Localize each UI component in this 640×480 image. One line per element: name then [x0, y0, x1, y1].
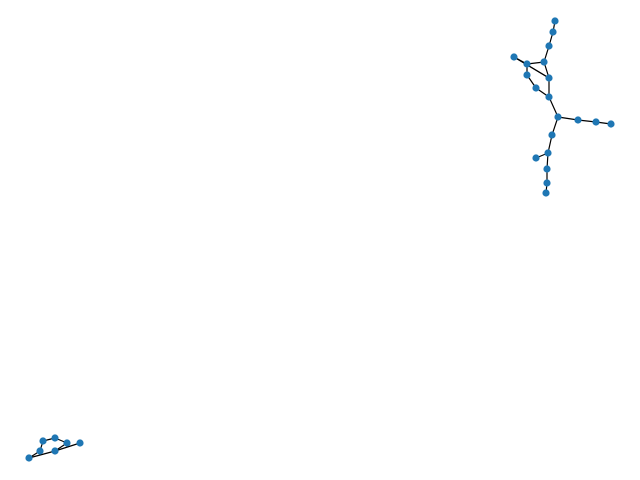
graph-node — [592, 118, 600, 126]
graph-node — [76, 439, 84, 447]
graph-node — [25, 454, 33, 462]
graph-node — [532, 154, 540, 162]
graph-node — [551, 17, 559, 25]
graph-edge — [548, 96, 559, 118]
graph-node — [549, 28, 557, 36]
graph-node — [545, 74, 553, 82]
graph-node — [545, 93, 553, 101]
edges-layer — [28, 20, 612, 459]
graph-node — [548, 131, 556, 139]
graph-node — [542, 189, 550, 197]
graph-node — [540, 58, 548, 66]
graph-node — [51, 447, 59, 455]
graph-node — [63, 439, 71, 447]
graph-edge — [54, 442, 81, 452]
graph-edge — [28, 450, 56, 459]
graph-node — [510, 53, 518, 61]
graph-node — [39, 437, 47, 445]
graph-node — [532, 84, 540, 92]
graph-node — [544, 149, 552, 157]
graph-node — [574, 116, 582, 124]
graph-node — [51, 434, 59, 442]
graph-node — [523, 60, 531, 68]
nodes-layer — [25, 17, 615, 462]
graph-node — [545, 42, 553, 50]
graph-node — [607, 120, 615, 128]
graph-node — [523, 71, 531, 79]
graph-node — [543, 165, 551, 173]
graph-node — [554, 113, 562, 121]
graph-node — [543, 179, 551, 187]
graph-node — [36, 447, 44, 455]
